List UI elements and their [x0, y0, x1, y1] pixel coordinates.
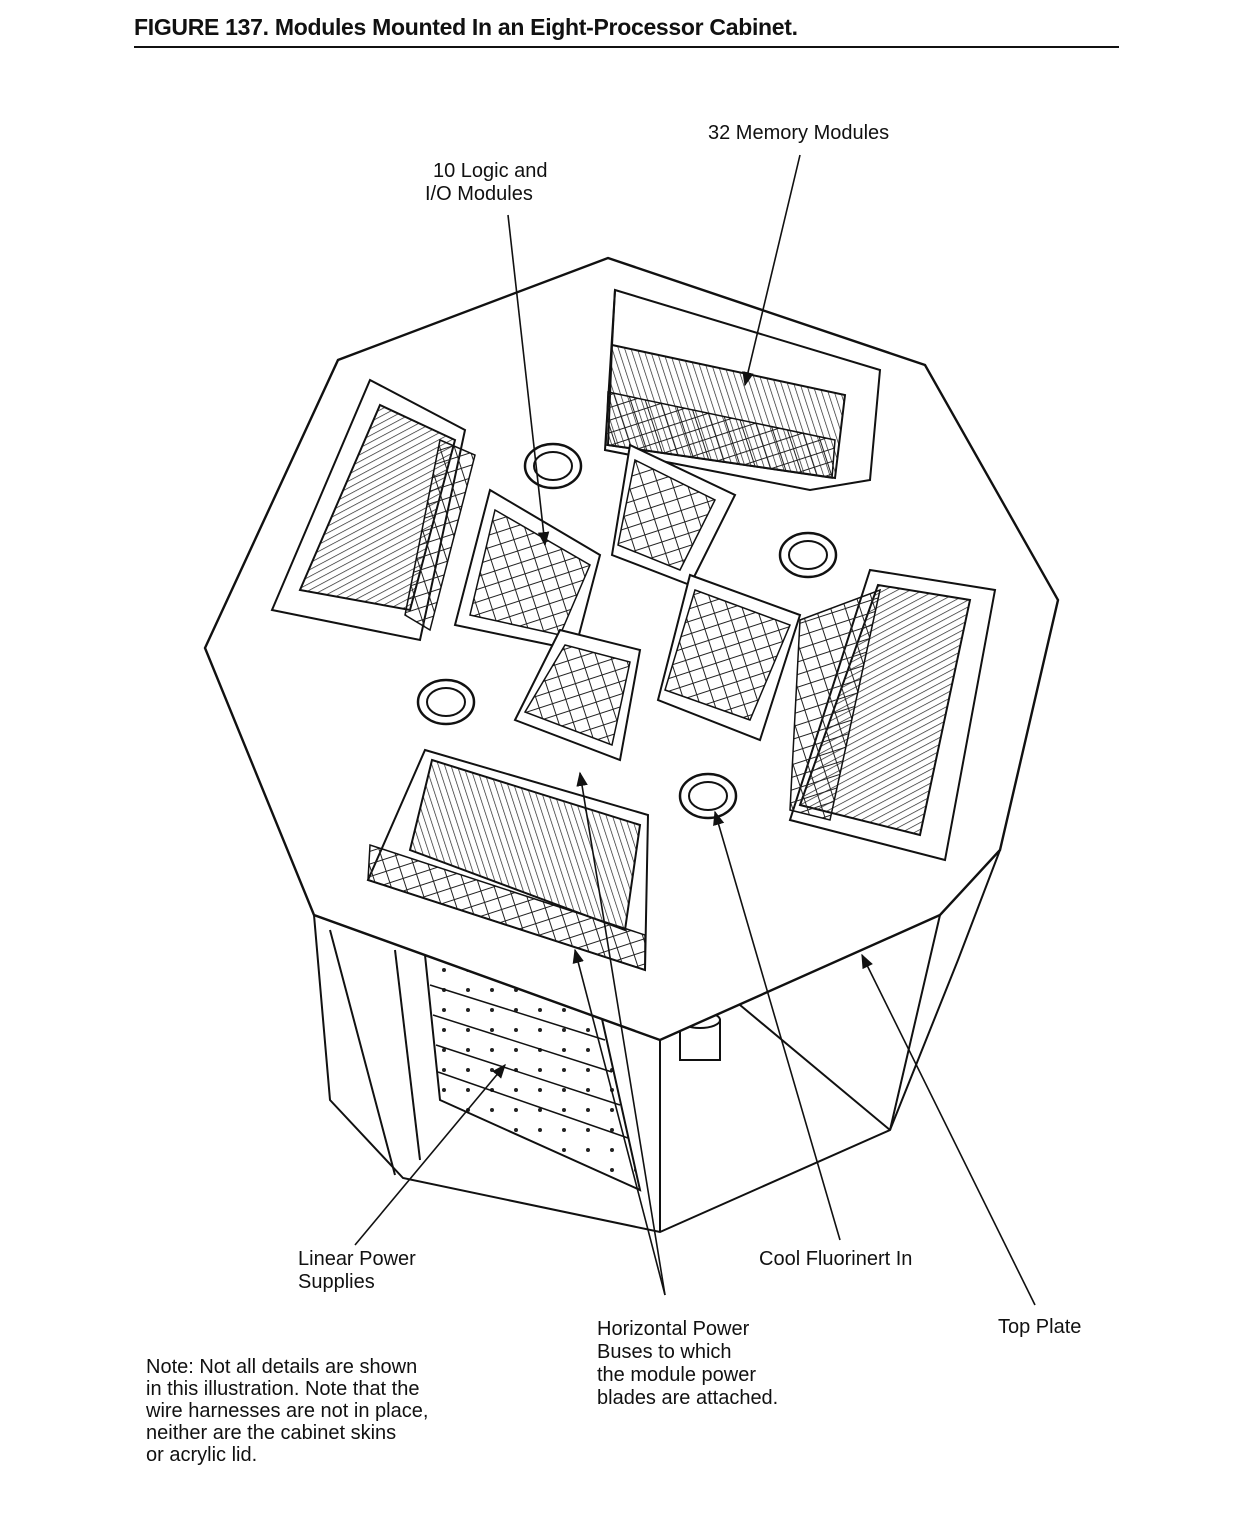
memory-stack-top [603, 288, 882, 492]
leader-lines [354, 154, 1036, 1306]
label-linear-power-line1: Linear Power [298, 1248, 416, 1270]
label-horizontal-power-line2: Buses to which [597, 1341, 732, 1363]
inlet-ring-1 [523, 442, 583, 490]
logic-stack-center-bottom [513, 628, 642, 762]
memory-stack-bottom [366, 748, 650, 972]
inlet-ring-4 [678, 772, 738, 820]
leader-power-bus-1 [572, 948, 666, 1296]
label-horizontal-power-line1: Horizontal Power [597, 1318, 750, 1340]
logic-stack-center-top [610, 443, 737, 587]
fluorinert-inlets [416, 442, 838, 820]
logic-stack-center-left [453, 488, 602, 652]
label-top-plate: Top Plate [998, 1316, 1082, 1338]
label-horizontal-power-line4: blades are attached. [597, 1387, 779, 1409]
memory-stack-right [788, 568, 997, 862]
leader-linear-power [354, 1063, 506, 1246]
inlet-ring-3 [416, 678, 476, 726]
inlet-ring-2 [778, 531, 838, 579]
label-cool-fluorinert: Cool Fluorinert In [759, 1248, 913, 1270]
note-line: wire harnesses are not in place, [146, 1400, 429, 1422]
leader-memory-modules [742, 154, 801, 387]
label-logic-io-line1: 10 Logic and [433, 160, 548, 182]
leader-logic-io [507, 214, 550, 547]
memory-stack-left [270, 378, 476, 642]
figure-title: FIGURE 137. Modules Mounted In an Eight-… [134, 14, 798, 40]
label-linear-power-line2: Supplies [298, 1271, 375, 1293]
title-rule [134, 46, 1119, 48]
note-line: neither are the cabinet skins [146, 1422, 397, 1444]
leader-power-bus-2 [576, 771, 666, 1296]
leader-top-plate [861, 953, 1036, 1306]
leader-cool-fluorinert [713, 810, 841, 1241]
illustration-note: Note: Not all details are shown in this … [146, 1356, 506, 1466]
logic-stack-center-right [656, 573, 802, 742]
label-memory-modules: 32 Memory Modules [708, 122, 890, 144]
label-logic-io-line2: I/O Modules [425, 183, 533, 205]
note-line: Note: Not all details are shown [146, 1356, 418, 1378]
note-line: or acrylic lid. [146, 1444, 258, 1466]
note-line: in this illustration. Note that the [146, 1378, 420, 1400]
label-horizontal-power-line3: the module power [597, 1364, 756, 1386]
